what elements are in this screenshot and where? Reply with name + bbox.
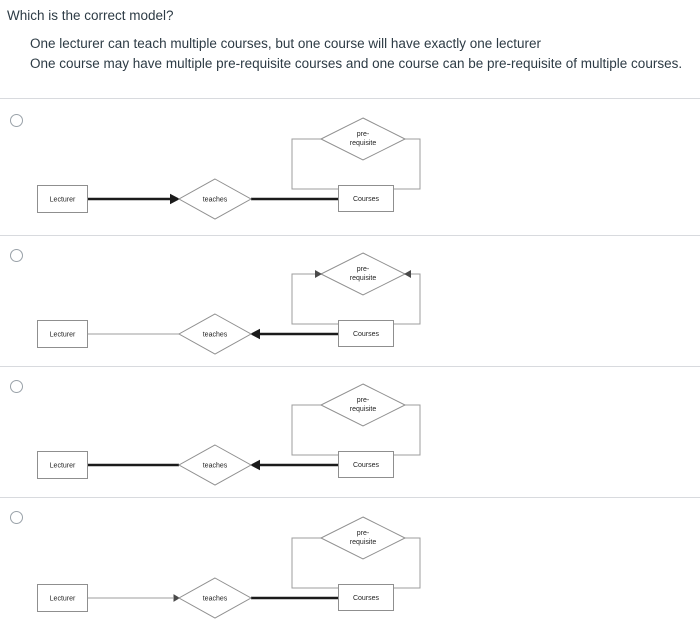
lecturer-label: Lecturer bbox=[50, 332, 76, 339]
prerequisite-label: pre- bbox=[357, 530, 370, 537]
question-description-line-2: One course may have multiple pre-requisi… bbox=[30, 55, 683, 71]
question-header: Which is the correct model? One lecturer… bbox=[0, 0, 700, 98]
teaches-label: teaches bbox=[203, 596, 228, 603]
prerequisite-label: pre- bbox=[357, 266, 370, 273]
prerequisite-loop-right bbox=[393, 404, 421, 456]
prerequisite-relationship-diamond bbox=[319, 383, 407, 427]
courses-entity-box bbox=[338, 451, 394, 478]
teaches-relationship-diamond bbox=[177, 313, 253, 355]
prerequisite-label: pre- bbox=[357, 131, 370, 138]
radio-button-option-4[interactable] bbox=[10, 511, 23, 524]
courses-entity-box bbox=[338, 320, 394, 347]
prerequisite-relationship-diamond bbox=[319, 117, 407, 161]
courses-entity-box bbox=[338, 185, 394, 212]
prerequisite-loop-left bbox=[291, 273, 338, 325]
radio-button-option-1[interactable] bbox=[10, 114, 23, 127]
lecturer-teaches-arrowhead bbox=[173, 594, 180, 602]
lecturer-entity-box bbox=[37, 320, 88, 348]
teaches-label: teaches bbox=[203, 197, 228, 204]
teaches-relationship-diamond bbox=[177, 444, 253, 486]
prerequisite-loop-right bbox=[393, 537, 421, 589]
prerequisite-label: pre- bbox=[357, 397, 370, 404]
question-title: Which is the correct model? bbox=[7, 8, 174, 23]
lecturer-teaches-arrowhead bbox=[170, 193, 180, 205]
lecturer-entity-box bbox=[37, 185, 88, 213]
teaches-label: teaches bbox=[203, 463, 228, 470]
courses-entity-box bbox=[338, 584, 394, 611]
prerequisite-loop-left bbox=[291, 404, 338, 456]
lecturer-entity-box bbox=[37, 451, 88, 479]
prerequisite-label: requisite bbox=[350, 140, 377, 147]
prerequisite-relationship-diamond bbox=[319, 516, 407, 560]
teaches-relationship-diamond bbox=[177, 178, 253, 220]
courses-label: Courses bbox=[353, 462, 380, 469]
teaches-relationship-diamond bbox=[177, 577, 253, 619]
lecturer-label: Lecturer bbox=[50, 197, 76, 204]
courses-label: Courses bbox=[353, 331, 380, 338]
lecturer-label: Lecturer bbox=[50, 596, 76, 603]
radio-button-option-3[interactable] bbox=[10, 380, 23, 393]
prerequisite-relationship-diamond bbox=[319, 252, 407, 296]
question-description: One lecturer can teach multiple courses,… bbox=[30, 34, 700, 73]
radio-button-option-2[interactable] bbox=[10, 249, 23, 262]
loop-arrowhead-right bbox=[404, 269, 411, 279]
loop-arrowhead-left bbox=[315, 269, 322, 279]
teaches-courses-arrowhead bbox=[250, 328, 260, 340]
prerequisite-loop-left bbox=[291, 537, 338, 589]
teaches-label: teaches bbox=[203, 332, 228, 339]
prerequisite-label: requisite bbox=[350, 275, 377, 282]
prerequisite-loop-left bbox=[291, 138, 338, 190]
lecturer-label: Lecturer bbox=[50, 463, 76, 470]
question-description-line-1: One lecturer can teach multiple courses,… bbox=[30, 36, 542, 51]
lecturer-entity-box bbox=[37, 584, 88, 612]
courses-label: Courses bbox=[353, 196, 380, 203]
courses-label: Courses bbox=[353, 595, 380, 602]
prerequisite-loop-right bbox=[393, 273, 421, 325]
teaches-courses-arrowhead bbox=[250, 459, 260, 471]
prerequisite-label: requisite bbox=[350, 406, 377, 413]
prerequisite-loop-right bbox=[393, 138, 421, 190]
prerequisite-label: requisite bbox=[350, 539, 377, 546]
